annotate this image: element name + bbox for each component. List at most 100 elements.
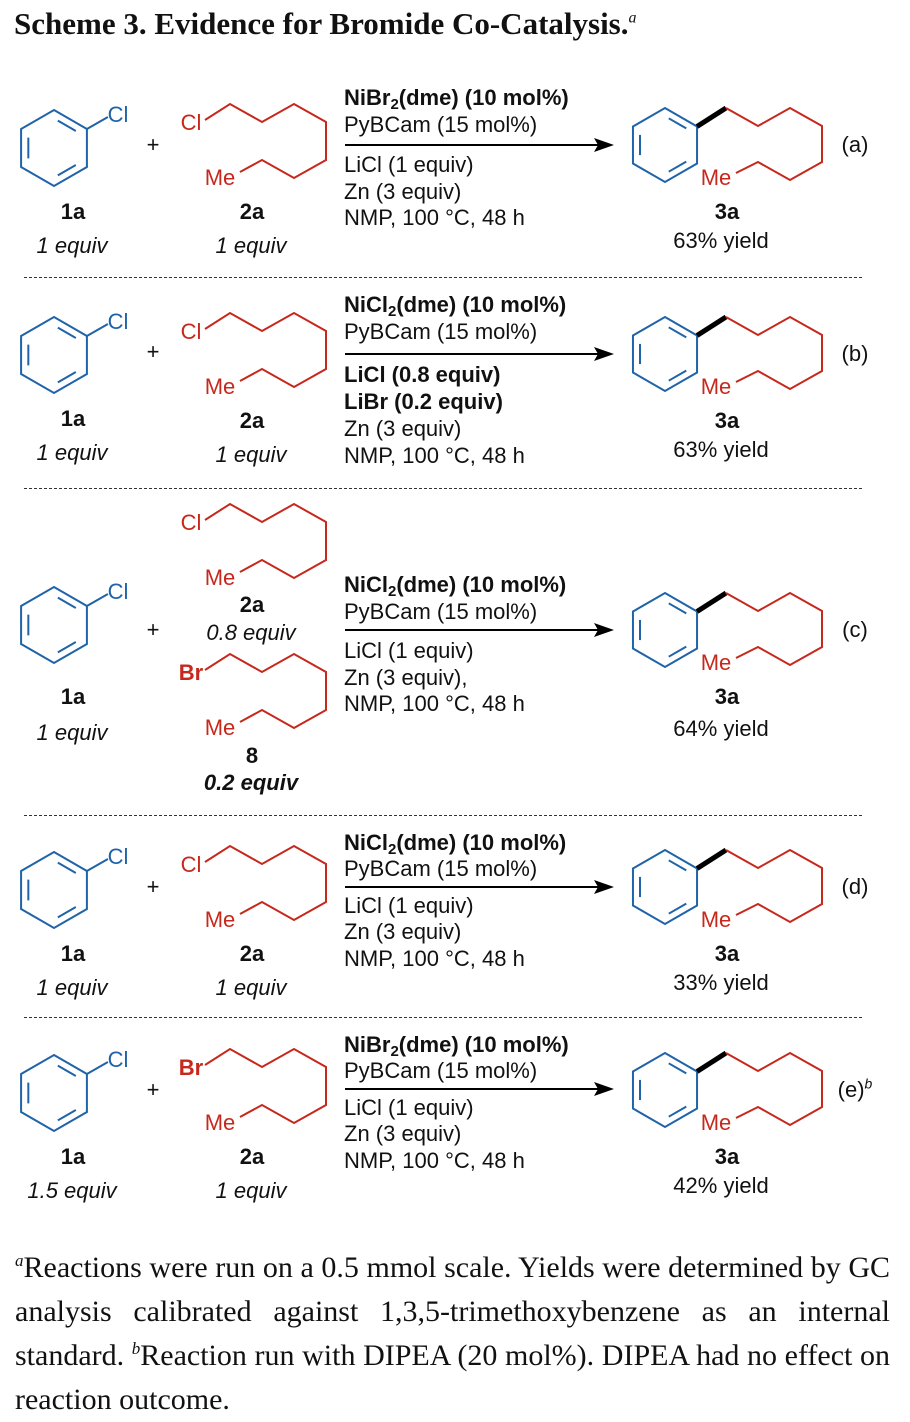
compound-label: 2a bbox=[239, 199, 265, 224]
reaction-divider bbox=[24, 277, 862, 278]
aryl-chloride-structure bbox=[20, 108, 88, 188]
benzene-ring bbox=[631, 591, 699, 669]
footnote-mark: b bbox=[864, 1075, 873, 1092]
plus-sign: + bbox=[146, 132, 160, 157]
alkyl-halogen-label: Br bbox=[178, 660, 204, 685]
reagent-line: PyBCam (15 mol%) bbox=[344, 321, 537, 343]
plus-sign: + bbox=[146, 1077, 160, 1102]
yield-label: 64% yield bbox=[673, 716, 769, 741]
arrow-head-icon bbox=[594, 138, 614, 152]
alkyl-chain-structure bbox=[204, 844, 327, 922]
reagent-subscript: 2 bbox=[388, 303, 397, 320]
reagent-subscript: 2 bbox=[390, 1043, 399, 1060]
product-alkyl-chain bbox=[725, 591, 823, 667]
benzene-ring bbox=[20, 585, 88, 665]
reaction-divider bbox=[24, 815, 862, 816]
alkyl-halogen-label: Cl bbox=[180, 510, 202, 535]
condition-line: LiCl (1 equiv) bbox=[344, 152, 474, 177]
benzene-ring bbox=[631, 315, 699, 393]
compound-label: 3a bbox=[714, 941, 740, 966]
condition-line: LiCl (1 equiv) bbox=[344, 1095, 474, 1120]
compound-label: 1a bbox=[60, 941, 86, 966]
reagent-line: PyBCam (15 mol%) bbox=[344, 114, 537, 136]
yield-label: 63% yield bbox=[673, 437, 769, 462]
compound-label: 3a bbox=[714, 408, 740, 433]
arrow-head-icon bbox=[594, 623, 614, 637]
methyl-label: Me bbox=[700, 374, 732, 399]
equiv-label: 1 equiv bbox=[215, 442, 287, 467]
double-bond-line bbox=[668, 117, 687, 130]
condition-line: NMP, 100 °C, 48 h bbox=[344, 691, 525, 716]
equiv-label: 0.2 equiv bbox=[203, 770, 299, 795]
reaction-letter: (a) bbox=[842, 134, 869, 156]
arrow-head-icon bbox=[594, 1082, 614, 1096]
double-bond-line bbox=[668, 902, 687, 915]
yield-label: 63% yield bbox=[673, 228, 769, 253]
equiv-label: 1 equiv bbox=[215, 233, 287, 258]
condition-line: NMP, 100 °C, 48 h bbox=[344, 1148, 525, 1173]
compound-label: 2a bbox=[239, 941, 265, 966]
compound-label: 3a bbox=[714, 1144, 740, 1169]
equiv-label: 1 equiv bbox=[36, 233, 108, 258]
reagent-text: (dme) (10 mol%) bbox=[396, 292, 567, 317]
product-aryl-structure bbox=[631, 315, 699, 393]
double-bond-line bbox=[57, 1064, 77, 1077]
condition-line: Zn (3 equiv) bbox=[344, 416, 462, 441]
c-cl-bond bbox=[86, 1061, 109, 1075]
reagent-text: NiCl bbox=[344, 830, 388, 855]
methyl-label: Me bbox=[700, 1110, 732, 1135]
aryl-halogen-label: Cl bbox=[107, 309, 129, 334]
compound-label: 2a bbox=[239, 592, 265, 617]
reagent-text: PyBCam (15 mol%) bbox=[344, 1058, 538, 1083]
methyl-label: Me bbox=[204, 565, 236, 590]
reaction-letter: (e)b bbox=[838, 1075, 873, 1101]
reagent-line: NiCl2(dme) (10 mol%) bbox=[344, 292, 567, 320]
double-bond-line bbox=[668, 160, 687, 173]
double-bond-line bbox=[57, 371, 77, 384]
compound-label: 3a bbox=[714, 199, 740, 224]
equiv-label: 1.5 equiv bbox=[27, 1178, 117, 1203]
double-bond-line bbox=[57, 906, 77, 919]
product-aryl-structure bbox=[631, 106, 699, 184]
benzene-ring bbox=[20, 315, 88, 395]
product-aryl-structure bbox=[631, 1051, 699, 1129]
plus-sign: + bbox=[146, 339, 160, 364]
c-cl-bond bbox=[86, 116, 109, 130]
condition-line: Zn (3 equiv), bbox=[344, 665, 468, 690]
reagent-text: (dme) (10 mol%) bbox=[398, 1032, 569, 1057]
methyl-label: Me bbox=[700, 907, 732, 932]
compound-label: 8 bbox=[245, 743, 259, 768]
reagent-subscript: 2 bbox=[388, 841, 397, 858]
reagent-line: NiBr2(dme) (10 mol%) bbox=[344, 1032, 569, 1060]
reagent-text: NiBr bbox=[344, 1032, 391, 1057]
product-alkyl-chain bbox=[725, 1051, 823, 1127]
reaction-letter-text: (d) bbox=[841, 874, 869, 899]
reaction-divider bbox=[24, 488, 862, 489]
methyl-label: Me bbox=[204, 1110, 236, 1135]
scheme-footnote: aReactions were run on a 0.5 mmol scale.… bbox=[15, 1246, 890, 1422]
product-alkyl-chain bbox=[725, 315, 823, 391]
plus-sign: + bbox=[146, 874, 160, 899]
reagent-line: PyBCam (15 mol%) bbox=[344, 601, 537, 623]
equiv-label: 1 equiv bbox=[36, 440, 108, 465]
reaction-letter: (b) bbox=[842, 343, 869, 365]
yield-label: 42% yield bbox=[673, 1173, 769, 1198]
scheme-title-text: Scheme 3. Evidence for Bromide Co-Cataly… bbox=[14, 6, 629, 41]
c-cl-bond bbox=[86, 858, 109, 872]
double-bond-line bbox=[668, 1105, 687, 1118]
product-aryl-structure bbox=[631, 591, 699, 669]
methyl-label: Me bbox=[204, 165, 236, 190]
aryl-chloride-structure bbox=[20, 1053, 88, 1133]
double-bond-line bbox=[668, 326, 687, 339]
reagent-text: PyBCam (15 mol%) bbox=[344, 112, 538, 137]
double-bond-line bbox=[668, 602, 687, 615]
methyl-label: Me bbox=[204, 715, 236, 740]
product-alkyl-chain bbox=[725, 848, 823, 924]
arrow-head-icon bbox=[594, 880, 614, 894]
equiv-label: 1 equiv bbox=[36, 975, 108, 1000]
double-bond-line bbox=[57, 861, 77, 874]
reagent-line: NiCl2(dme) (10 mol%) bbox=[344, 574, 566, 600]
condition-line: LiCl (1 equiv) bbox=[344, 893, 474, 918]
reagent-text: PyBCam (15 mol%) bbox=[344, 599, 538, 624]
aryl-halogen-label: Cl bbox=[107, 1047, 129, 1072]
